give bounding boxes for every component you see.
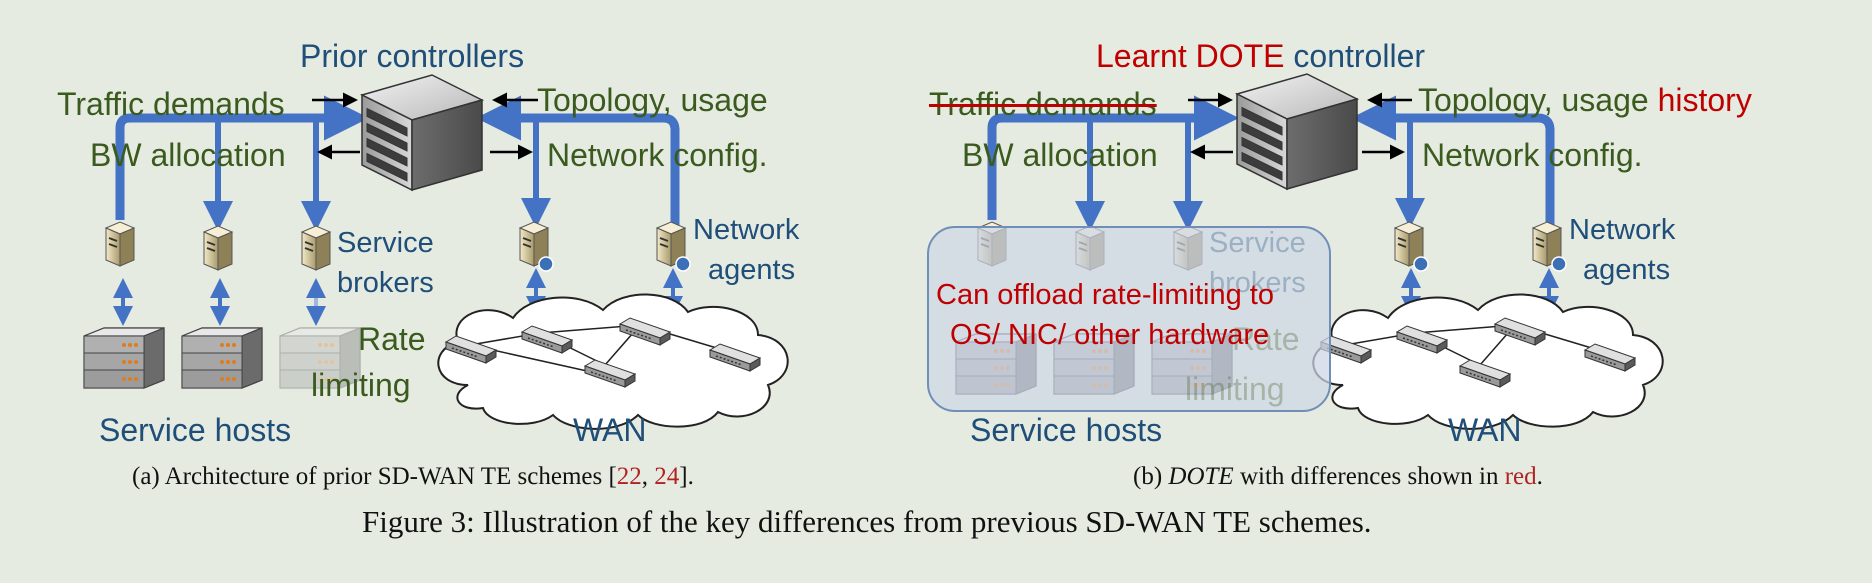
panel-b: [955, 73, 1664, 430]
title-highlight: Learnt DOTE: [1096, 38, 1285, 74]
traffic-demands-struck-label: Traffic demands: [929, 86, 1157, 122]
caption-italic: DOTE: [1168, 463, 1234, 490]
panel-a: [83, 74, 789, 430]
controller-server-icon: [1236, 73, 1358, 190]
citation-link[interactable]: 24: [654, 463, 680, 490]
network-agents-label-line2: agents: [708, 254, 796, 286]
bw-allocation-flow-arrow: [115, 95, 369, 220]
offload-note-line2: OS/ NIC/ other hardware: [950, 319, 1270, 351]
service-brokers-label-line2: brokers: [337, 267, 434, 299]
wan-label: WAN: [1448, 412, 1522, 448]
caption-text: with differences shown in: [1233, 463, 1505, 490]
panel-b-title: Learnt DOTE controller: [1096, 40, 1425, 72]
service-brokers-label-line2: brokers: [1209, 267, 1306, 299]
globe-icon: [1551, 256, 1567, 272]
service-hosts-label: Service hosts: [99, 412, 292, 448]
caption-text: ,: [641, 463, 655, 490]
topology-usage-history-label: Topology, usage history: [1418, 84, 1752, 116]
panel-b-caption: (b) DOTE with differences shown in red.: [1133, 464, 1543, 489]
caption-text: .: [1536, 463, 1543, 490]
wan-label: WAN: [573, 412, 647, 448]
caption-text: (a) Architecture of prior SD-WAN TE sche…: [132, 463, 617, 490]
caption-red-word: red: [1504, 463, 1537, 490]
service-host-icon: [83, 327, 165, 389]
service-brokers-label-line1: Service: [337, 227, 434, 259]
network-config-flow-arrow: [1351, 95, 1555, 225]
panel-a-caption: (a) Architecture of prior SD-WAN TE sche…: [132, 464, 694, 489]
globe-icon: [538, 256, 554, 272]
history-text: history: [1657, 82, 1752, 118]
rate-limiting-label-line1: Rate: [358, 321, 426, 357]
service-hosts-label: Service hosts: [970, 412, 1163, 448]
network-config-label: Network config.: [547, 137, 768, 173]
citation-link[interactable]: 22: [616, 463, 642, 490]
network-agents-label-line1: Network: [1569, 214, 1676, 246]
topology-usage-text: Topology, usage: [1418, 82, 1649, 118]
title-rest: controller: [1293, 38, 1426, 74]
service-brokers-label-line1: Service: [1209, 227, 1306, 259]
service-host-icon: [181, 327, 263, 389]
offload-note-line1: Can offload rate-limiting to: [936, 279, 1274, 311]
traffic-demands-label: Traffic demands: [57, 86, 285, 122]
caption-text: ].: [679, 463, 694, 490]
network-agents-label-line1: Network: [693, 214, 800, 246]
rate-limiting-label-line2: limiting: [311, 367, 411, 403]
bw-allocation-flow-arrow: [987, 95, 1239, 220]
broker-pc-icon: [301, 225, 331, 271]
bw-allocation-label: BW allocation: [90, 137, 286, 173]
controller-server-icon: [361, 74, 483, 191]
caption-text: (b): [1133, 463, 1169, 490]
offload-overlay-box: [927, 226, 1331, 412]
figure-caption: Figure 3: Illustration of the key differ…: [362, 504, 1372, 539]
broker-pc-icon: [203, 225, 233, 271]
globe-icon: [1413, 256, 1429, 272]
globe-icon: [675, 256, 691, 272]
panel-a-title: Prior controllers: [300, 38, 525, 74]
network-config-flow-arrow: [476, 95, 680, 225]
network-agents-label-line2: agents: [1583, 254, 1671, 286]
broker-pc-icon: [105, 221, 135, 267]
bw-allocation-label: BW allocation: [962, 137, 1158, 173]
rate-limiting-label-line1: Rate: [1232, 321, 1300, 357]
topology-usage-label: Topology, usage: [537, 82, 768, 118]
rate-limiting-label-line2: limiting: [1185, 371, 1285, 407]
network-config-label: Network config.: [1422, 137, 1643, 173]
